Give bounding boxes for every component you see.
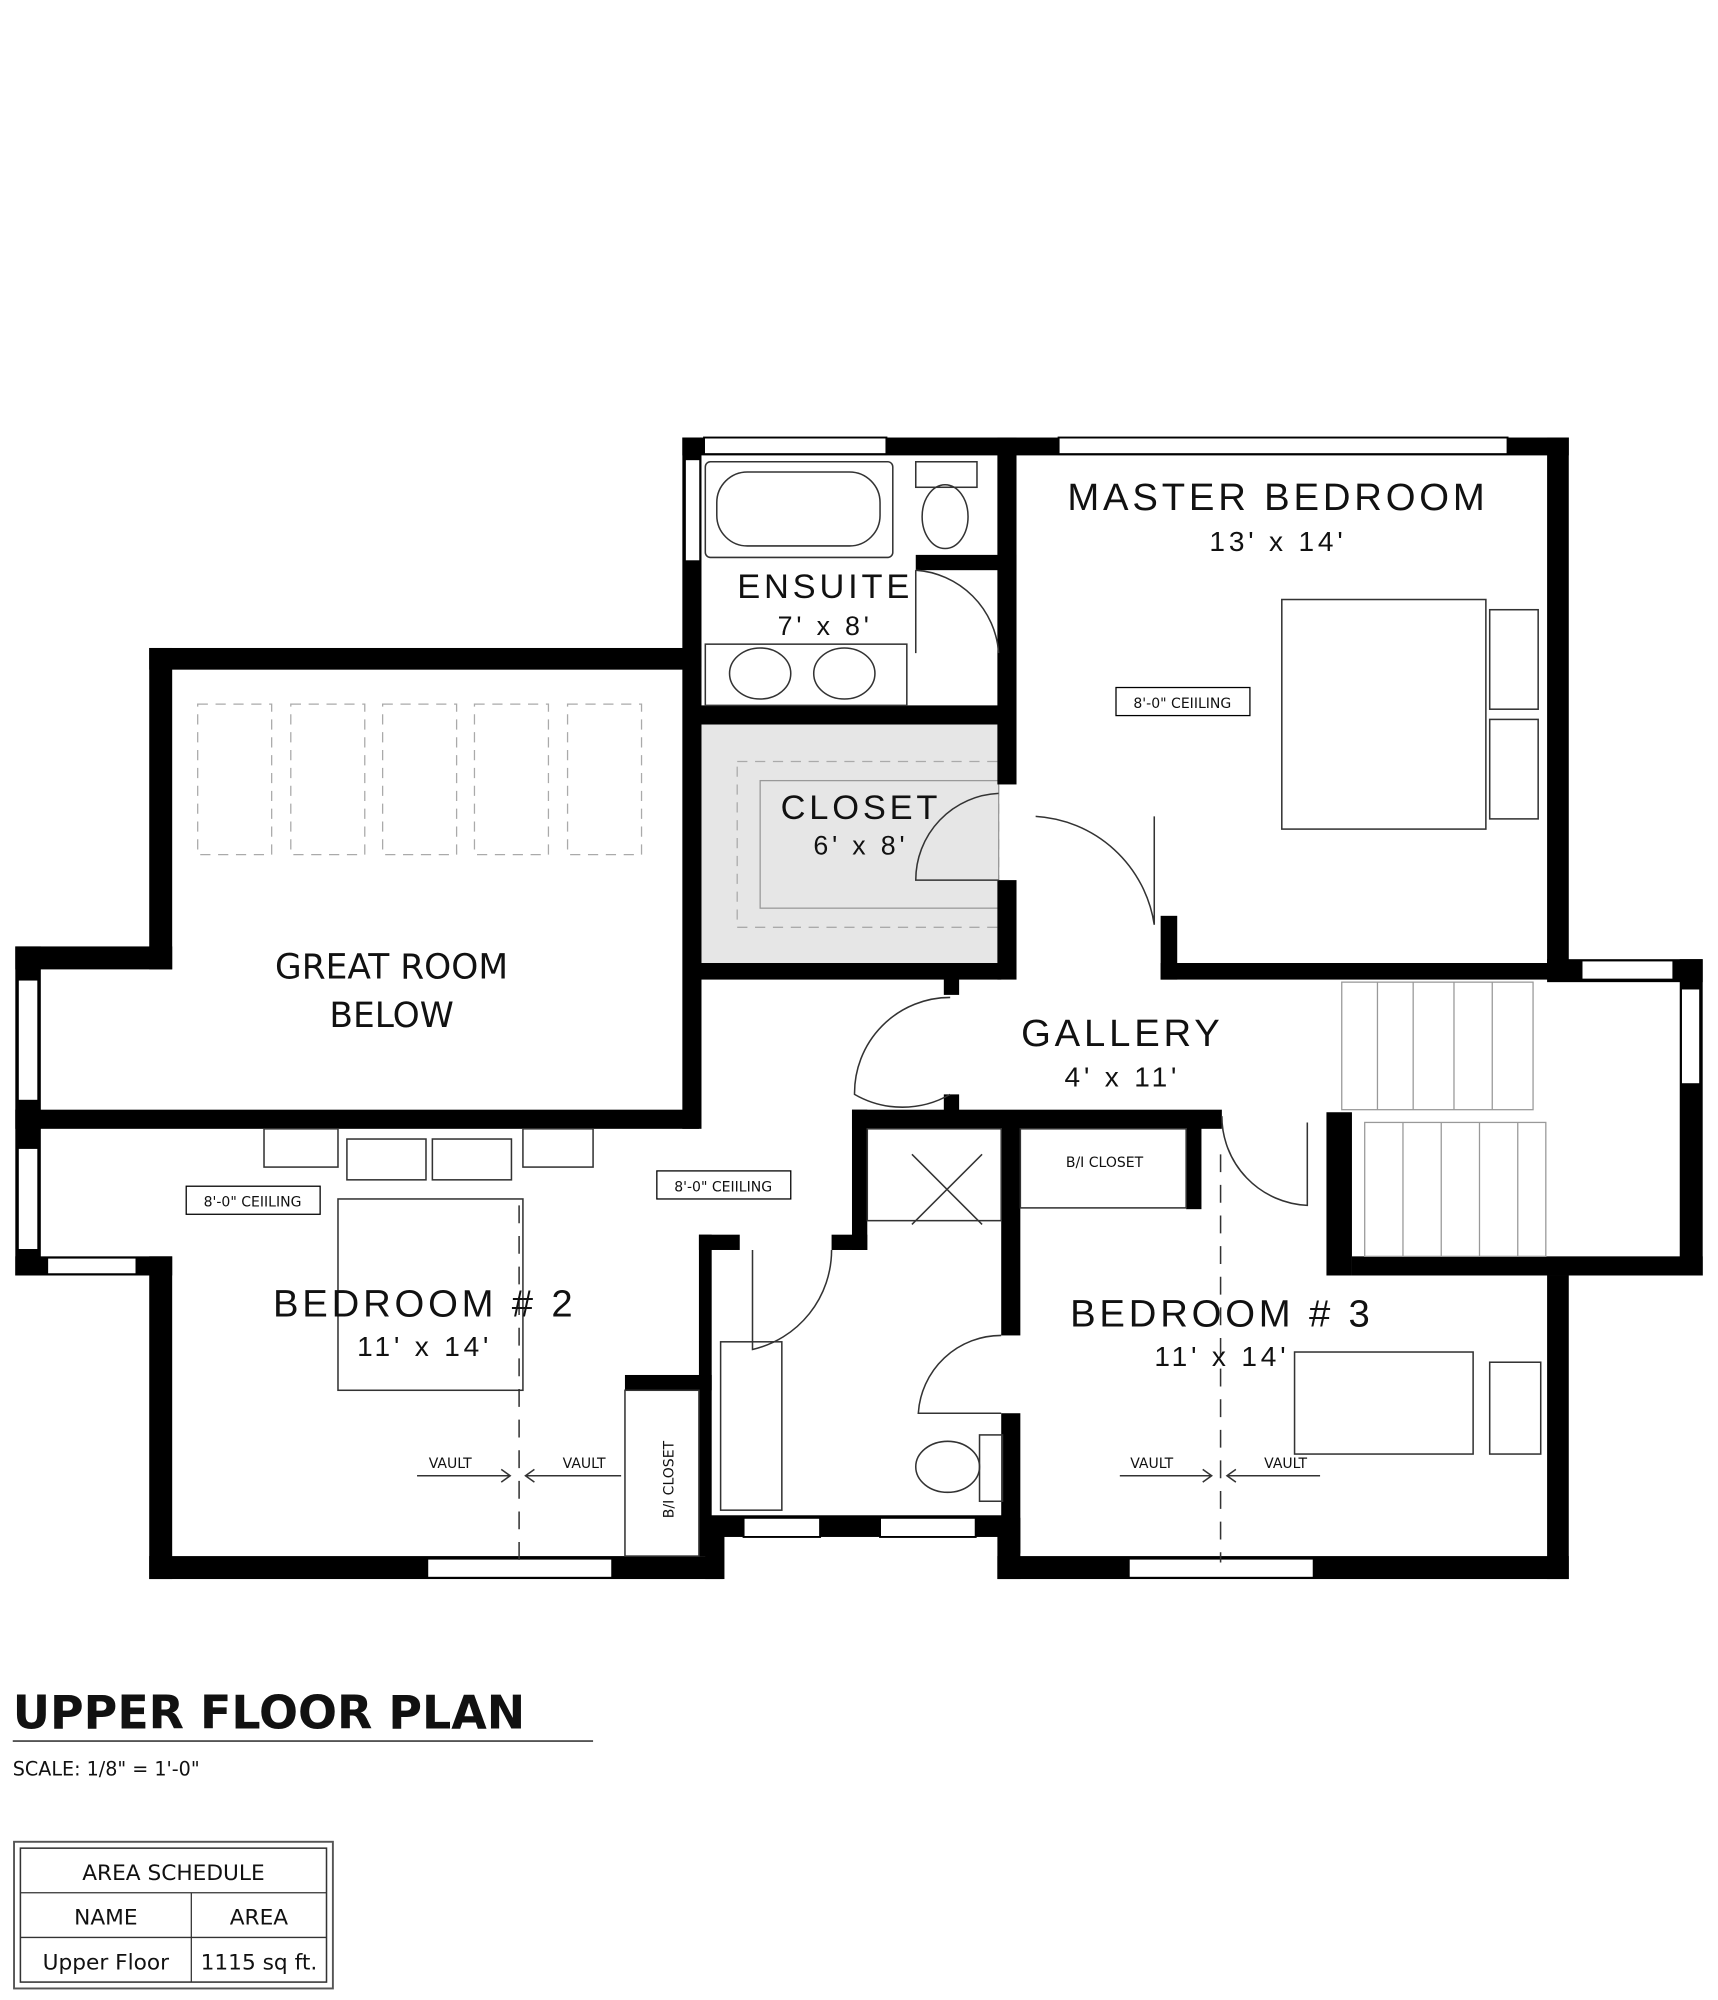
ensuite-label: ENSUITE (737, 568, 913, 606)
vault-label: VAULT (1264, 1456, 1307, 1472)
gallery-size: 4' x 11' (1065, 1062, 1181, 1093)
ensuite-size: 7' x 8' (778, 611, 873, 641)
scale-label: SCALE: 1/8" = 1'-0" (13, 1757, 200, 1780)
plan-title: UPPER FLOOR PLAN (13, 1685, 525, 1739)
header-area: AREA (230, 1906, 289, 1931)
door-swings[interactable] (751, 569, 1309, 1415)
ceiling-tag-hall: 8'-0" CEIILING (674, 1179, 772, 1195)
row-name: Upper Floor (43, 1950, 170, 1975)
great-room-label: GREAT ROOM (275, 947, 508, 987)
bedroom2-label: BEDROOM # 2 (273, 1282, 577, 1325)
fixtures (263, 461, 1542, 1557)
master-bedroom-size: 13' x 14' (1209, 526, 1346, 557)
stairs[interactable] (1341, 981, 1547, 1257)
master-bedroom-label: MASTER BEDROOM (1067, 476, 1488, 519)
closet-label: CLOSET (781, 789, 942, 827)
vault-label: VAULT (1130, 1456, 1173, 1472)
bi-closet-label-bedroom3: B/I CLOSET (1066, 1155, 1144, 1171)
bedroom3-size: 11' x 14' (1154, 1341, 1289, 1372)
vault-arrows (417, 1468, 1321, 1483)
area-schedule-table: AREA SCHEDULE NAME AREA Upper Floor 1115… (13, 1840, 334, 1990)
bedroom3-label: BEDROOM # 3 (1070, 1293, 1374, 1336)
bedroom2-size: 11' x 14' (357, 1331, 492, 1362)
row-area: 1115 sq ft. (201, 1950, 318, 1975)
windows[interactable] (16, 436, 1702, 1579)
closet-floor (701, 724, 999, 965)
ceiling-tag-master: 8'-0" CEIILING (1133, 696, 1231, 712)
gallery-label: GALLERY (1021, 1012, 1224, 1055)
area-schedule-title: AREA SCHEDULE (82, 1861, 265, 1886)
ceiling-tag-bedroom2: 8'-0" CEIILING (204, 1195, 302, 1211)
great-room-below-label: BELOW (329, 996, 453, 1036)
skylights (197, 703, 643, 856)
vault-label: VAULT (563, 1456, 606, 1472)
walls (15, 437, 1703, 1580)
closet-size: 6' x 8' (813, 831, 908, 861)
bi-closet-label-bedroom2: B/I CLOSET (661, 1440, 677, 1518)
header-name: NAME (74, 1906, 137, 1931)
vault-label: VAULT (429, 1456, 472, 1472)
